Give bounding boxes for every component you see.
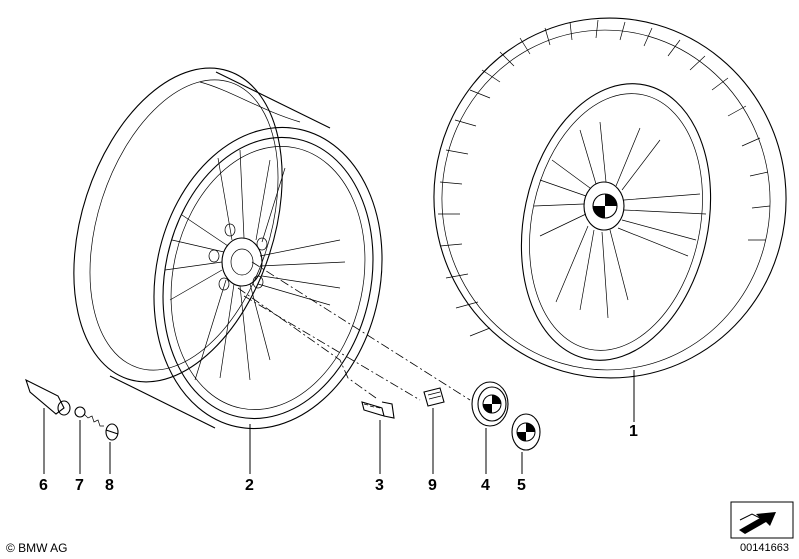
callout-4: 4 <box>481 477 490 494</box>
diagram-number: 00141663 <box>740 542 789 554</box>
wheel-bolt-part-3 <box>361 401 395 419</box>
callout-8: 8 <box>105 477 114 494</box>
callout-9: 9 <box>428 477 437 494</box>
arrow-icon <box>730 501 794 539</box>
callout-1: 1 <box>629 423 638 440</box>
assembly-axis-line-2 <box>237 287 377 399</box>
valve-cap-part-8 <box>105 423 119 441</box>
valve-insert-part-7 <box>74 406 104 427</box>
assembly-axis-line-3 <box>243 295 421 401</box>
rim-part-2 <box>73 67 383 430</box>
callout-3: 3 <box>375 477 384 494</box>
assembly-axis-line <box>251 261 471 401</box>
hub-cap-part-4 <box>471 381 509 427</box>
callout-7: 7 <box>75 477 84 494</box>
callout-5: 5 <box>517 477 526 494</box>
wheel-assembly-part-1 <box>433 17 787 379</box>
emblem-part-5 <box>511 413 541 451</box>
callout-6: 6 <box>39 477 48 494</box>
valve-stem-part-6 <box>25 378 71 416</box>
callout-2: 2 <box>245 477 254 494</box>
copyright-notice: © BMW AG <box>6 541 68 555</box>
balance-weight-part-9 <box>423 387 445 407</box>
